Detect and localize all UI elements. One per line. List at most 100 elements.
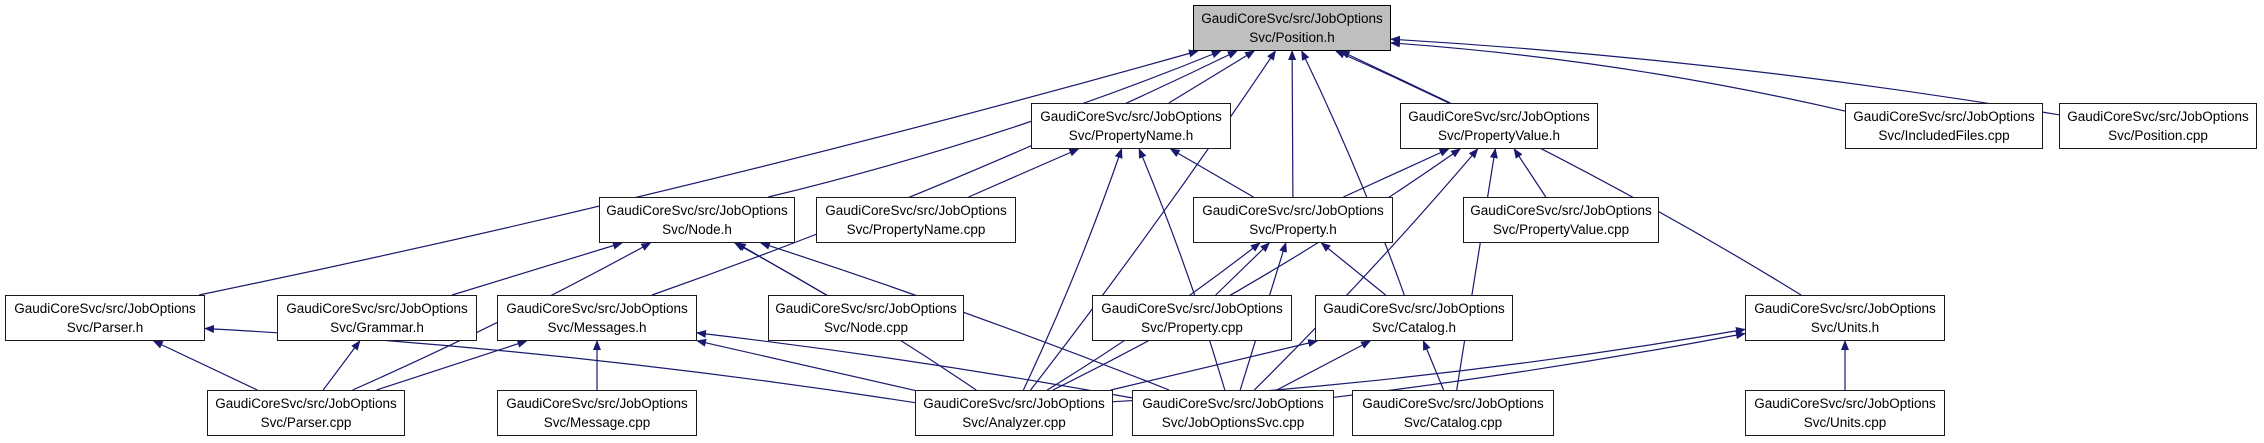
node-label-line2: Svc/Units.cpp — [1803, 415, 1887, 430]
graph-node-units-h[interactable]: GaudiCoreSvc/src/JobOptions Svc/Units.h — [1745, 295, 1945, 341]
edge-group — [152, 35, 2060, 404]
node-label-line2: Svc/Messages.h — [547, 320, 647, 335]
graph-node-node-cpp[interactable]: GaudiCoreSvc/src/JobOptions Svc/Node.cpp — [768, 295, 964, 341]
node-label-line1: GaudiCoreSvc/src/JobOptions — [1754, 396, 1936, 411]
graph-node-grammar-h[interactable]: GaudiCoreSvc/src/JobOptions Svc/Grammar.… — [277, 295, 477, 341]
node-label-line1: GaudiCoreSvc/src/JobOptions — [1201, 11, 1383, 26]
node-label-line1: GaudiCoreSvc/src/JobOptions — [14, 301, 196, 316]
node-label-line1: GaudiCoreSvc/src/JobOptions — [1142, 396, 1324, 411]
node-label-line1: GaudiCoreSvc/src/JobOptions — [1202, 203, 1384, 218]
graph-node-position-h[interactable]: GaudiCoreSvc/src/JobOptions Svc/Position… — [1193, 5, 1391, 51]
edge-property-h-to-propertyvalue-h — [1343, 148, 1450, 198]
node-label-line2: Svc/Catalog.cpp — [1403, 415, 1503, 430]
edge-parser-cpp-to-parser-h — [152, 340, 258, 391]
node-label-line1: GaudiCoreSvc/src/JobOptions — [606, 203, 788, 218]
edge-analyzer-cpp-to-position-h — [1030, 50, 1276, 391]
graph-node-propertyname-cpp[interactable]: GaudiCoreSvc/src/JobOptions Svc/Property… — [816, 197, 1016, 243]
edge-grammar-h-to-node-h — [451, 241, 623, 296]
graph-node-parser-cpp[interactable]: GaudiCoreSvc/src/JobOptions Svc/Parser.c… — [207, 390, 405, 436]
edge-analyzer-cpp-to-propertyvalue-h — [1052, 148, 1461, 391]
graph-node-property-h[interactable]: GaudiCoreSvc/src/JobOptions Svc/Property… — [1193, 197, 1393, 243]
edge-parser-h-to-position-h — [198, 49, 1199, 296]
node-label-line1: GaudiCoreSvc/src/JobOptions — [2067, 109, 2249, 124]
node-label-line1: GaudiCoreSvc/src/JobOptions — [215, 396, 397, 411]
node-label-line2: Svc/Position.cpp — [2108, 128, 2208, 143]
edge-parser-cpp-to-messages-h — [376, 339, 528, 391]
edge-units-h-to-position-h — [1334, 50, 1802, 296]
edge-node-h-to-position-h — [768, 50, 1222, 198]
node-label-line2: Svc/PropertyName.h — [1068, 128, 1194, 143]
node-label-line1: GaudiCoreSvc/src/JobOptions — [1470, 203, 1652, 218]
node-label-line2: Svc/Node.h — [662, 222, 732, 237]
edge-joboptionssvc-cpp-to-messages-h — [696, 329, 1133, 399]
edge-property-h-to-propertyname-h — [1169, 148, 1254, 198]
graph-node-propertyname-h[interactable]: GaudiCoreSvc/src/JobOptions Svc/Property… — [1031, 103, 1231, 149]
node-label-line1: GaudiCoreSvc/src/JobOptions — [506, 396, 688, 411]
node-label-line1: GaudiCoreSvc/src/JobOptions — [825, 203, 1007, 218]
graph-node-position-cpp[interactable]: GaudiCoreSvc/src/JobOptions Svc/Position… — [2059, 103, 2257, 149]
graph-node-propertyvalue-h[interactable]: GaudiCoreSvc/src/JobOptions Svc/Property… — [1400, 103, 1598, 149]
edge-joboptionssvc-cpp-to-catalog-h — [1276, 340, 1372, 391]
edge-position-cpp-to-position-h — [1390, 35, 2060, 116]
node-label-line1: GaudiCoreSvc/src/JobOptions — [1853, 109, 2035, 124]
node-label-line2: Svc/PropertyName.cpp — [846, 222, 986, 237]
node-label-line2: Svc/PropertyValue.h — [1437, 128, 1561, 143]
node-label-line1: GaudiCoreSvc/src/JobOptions — [286, 301, 468, 316]
node-label-line2: Svc/PropertyValue.cpp — [1492, 222, 1630, 237]
node-label-line2: Svc/Property.h — [1249, 222, 1337, 237]
node-label-line2: Svc/Grammar.h — [330, 320, 424, 335]
edge-joboptionssvc-cpp-to-units-h — [1333, 331, 1746, 398]
graph-node-property-cpp[interactable]: GaudiCoreSvc/src/JobOptions Svc/Property… — [1092, 295, 1292, 341]
graph-node-catalog-cpp[interactable]: GaudiCoreSvc/src/JobOptions Svc/Catalog.… — [1352, 390, 1554, 436]
node-label-line2: Svc/Position.h — [1249, 30, 1335, 45]
graph-node-catalog-h[interactable]: GaudiCoreSvc/src/JobOptions Svc/Catalog.… — [1315, 295, 1513, 341]
edge-joboptionssvc-cpp-to-node-h — [759, 241, 1170, 391]
node-label-line1: GaudiCoreSvc/src/JobOptions — [1408, 109, 1590, 124]
edge-analyzer-cpp-to-catalog-h — [1110, 339, 1319, 391]
edge-joboptionssvc-cpp-to-propertyvalue-h — [1253, 148, 1479, 391]
edge-messages-h-to-position-h — [651, 50, 1238, 296]
graph-node-joboptionssvc-cpp[interactable]: GaudiCoreSvc/src/JobOptions Svc/JobOptio… — [1132, 390, 1334, 436]
node-label-line1: GaudiCoreSvc/src/JobOptions — [1101, 301, 1283, 316]
node-label-line1: GaudiCoreSvc/src/JobOptions — [1040, 109, 1222, 124]
node-label-line1: GaudiCoreSvc/src/JobOptions — [923, 396, 1105, 411]
node-label-line2: Svc/Catalog.h — [1371, 320, 1457, 335]
graph-node-parser-h[interactable]: GaudiCoreSvc/src/JobOptions Svc/Parser.h — [5, 295, 205, 341]
graph-node-message-cpp[interactable]: GaudiCoreSvc/src/JobOptions Svc/Message.… — [497, 390, 697, 436]
graph-node-node-h[interactable]: GaudiCoreSvc/src/JobOptions Svc/Node.h — [599, 197, 795, 243]
edge-propertyname-cpp-to-propertyname-h — [968, 148, 1080, 198]
node-label-line2: Svc/IncludedFiles.cpp — [1878, 128, 2010, 143]
node-label-line1: GaudiCoreSvc/src/JobOptions — [775, 301, 957, 316]
edge-property-cpp-to-property-h — [1215, 242, 1271, 296]
edge-catalog-h-to-property-h — [1320, 242, 1386, 296]
edge-analyzer-cpp-to-propertyname-h — [1022, 148, 1123, 391]
edge-parser-cpp-to-grammar-h — [322, 340, 361, 391]
edge-property-h-to-position-h — [1288, 50, 1297, 198]
node-label-line2: Svc/Property.cpp — [1141, 320, 1243, 335]
edge-propertyname-h-to-position-h — [1168, 50, 1256, 104]
node-label-line1: GaudiCoreSvc/src/JobOptions — [506, 301, 688, 316]
node-label-line2: Svc/Analyzer.cpp — [962, 415, 1066, 430]
node-label-line2: Svc/Parser.h — [66, 320, 144, 335]
node-label-line2: Svc/Units.h — [1810, 320, 1880, 335]
graph-node-analyzer-cpp[interactable]: GaudiCoreSvc/src/JobOptions Svc/Analyzer… — [915, 390, 1113, 436]
node-label-line2: Svc/Message.cpp — [543, 415, 651, 430]
node-label-line2: Svc/Node.cpp — [823, 320, 909, 335]
edge-joboptionssvc-cpp-to-propertyname-h — [1138, 148, 1226, 391]
edge-catalog-cpp-to-propertyvalue-h — [1456, 148, 1498, 391]
node-label-line1: GaudiCoreSvc/src/JobOptions — [1754, 301, 1936, 316]
graph-node-includedfiles-cpp[interactable]: GaudiCoreSvc/src/JobOptions Svc/Included… — [1845, 103, 2043, 149]
edge-includedfiles-cpp-to-position-h — [1390, 39, 1846, 112]
node-label-line1: GaudiCoreSvc/src/JobOptions — [1323, 301, 1505, 316]
node-label-line2: Svc/Parser.cpp — [260, 415, 352, 430]
graph-node-messages-h[interactable]: GaudiCoreSvc/src/JobOptions Svc/Messages… — [497, 295, 697, 341]
node-label-line1: GaudiCoreSvc/src/JobOptions — [1362, 396, 1544, 411]
edge-catalog-h-to-position-h — [1301, 50, 1405, 296]
graph-node-units-cpp[interactable]: GaudiCoreSvc/src/JobOptions Svc/Units.cp… — [1745, 390, 1945, 436]
graph-node-propertyvalue-cpp[interactable]: GaudiCoreSvc/src/JobOptions Svc/Property… — [1463, 197, 1659, 243]
edge-analyzer-cpp-to-messages-h — [696, 338, 916, 391]
node-label-line2: Svc/JobOptionsSvc.cpp — [1161, 415, 1305, 430]
edge-propertyvalue-cpp-to-propertyvalue-h — [1513, 148, 1547, 198]
